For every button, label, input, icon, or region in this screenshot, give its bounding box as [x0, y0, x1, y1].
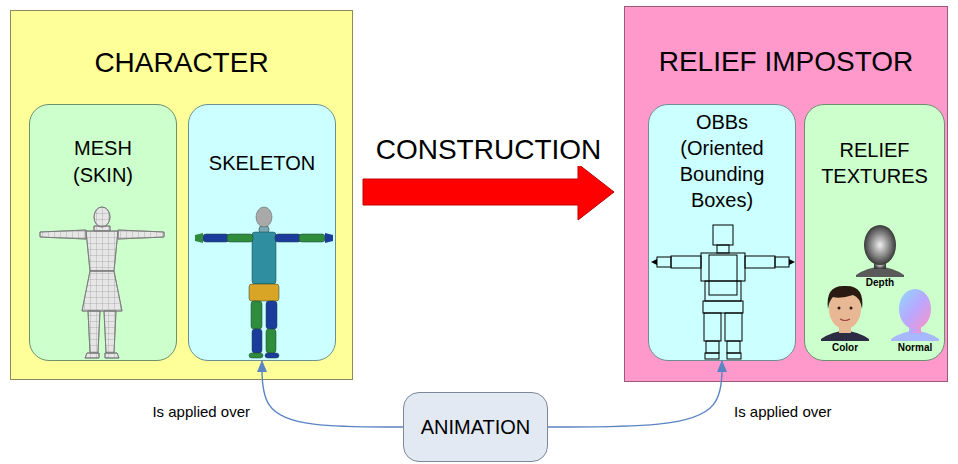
bounding-box	[745, 256, 775, 268]
mesh-part	[88, 311, 100, 353]
bounding-box	[657, 257, 671, 267]
skeleton-right-thigh	[266, 301, 277, 329]
skeleton-left-thigh	[251, 301, 262, 329]
applies-arrow	[548, 361, 722, 427]
hand-tip	[789, 259, 795, 265]
character-panel: CHARACTER MESH (SKIN) SKELETON	[10, 10, 353, 380]
mesh-part	[104, 311, 116, 353]
skeleton-foot	[265, 353, 279, 358]
box-heading: CHARACTER	[11, 46, 352, 80]
color-map-hair	[828, 286, 863, 309]
skeleton-hip	[249, 284, 279, 301]
skeleton-box: SKELETON	[188, 104, 336, 361]
mesh-box: MESH (SKIN)	[29, 104, 177, 361]
mesh-part	[82, 271, 122, 311]
bounding-box	[717, 245, 729, 253]
mesh-part	[104, 311, 116, 353]
image-caption: Depth	[845, 277, 915, 289]
bounding-box	[713, 225, 733, 245]
bounding-box	[704, 313, 721, 341]
skeleton-right-upper-arm	[275, 234, 301, 242]
normal-map-head	[899, 289, 931, 329]
mesh-part	[118, 230, 164, 239]
hand-tip	[651, 259, 657, 265]
mesh-part	[86, 231, 118, 271]
edge-label: Is applied over	[732, 403, 834, 420]
relief-impostor-panel: RELIEF IMPOSTOR OBBs (Oriented Bounding B…	[624, 6, 948, 382]
box-heading: OBBs (Oriented Bounding Boxes)	[649, 109, 795, 213]
mesh-part	[105, 353, 119, 358]
mesh-part	[85, 353, 99, 358]
box-heading: SKELETON	[189, 151, 335, 175]
skeleton-left-forearm	[203, 234, 229, 242]
bounding-box	[725, 313, 742, 341]
color-map-eye	[850, 307, 853, 310]
mesh-head	[94, 207, 110, 227]
depth-map-head	[864, 225, 896, 265]
mesh-part	[82, 271, 122, 311]
image-caption: Normal	[880, 342, 950, 354]
mesh-part	[40, 230, 86, 239]
mesh-head	[94, 207, 110, 227]
box-heading: RELIEF IMPOSTOR	[625, 45, 947, 79]
bounding-box	[709, 255, 737, 295]
applies-arrow	[262, 361, 403, 427]
skeleton-left-upper-arm	[227, 234, 253, 242]
bounding-box	[701, 253, 745, 281]
construction-arrow	[363, 164, 614, 220]
bounding-box	[706, 341, 719, 353]
skeleton-figure	[189, 105, 335, 360]
relief-textures-box: RELIEF TEXTURESDepthColorNormal	[804, 104, 945, 361]
edge-label: Is applied over	[150, 403, 252, 420]
skeleton-torso	[252, 232, 276, 284]
bounding-box	[727, 353, 741, 359]
obb-box: OBBs (Oriented Bounding Boxes)	[648, 104, 796, 361]
image-caption: Color	[810, 342, 880, 354]
mesh-part	[118, 230, 164, 239]
mesh-part	[40, 230, 86, 239]
bounding-box	[705, 281, 741, 301]
edge-label: CONSTRUCTION	[374, 134, 604, 166]
bounding-box	[703, 301, 743, 313]
color-map-eye	[838, 307, 841, 310]
mesh-part	[85, 353, 99, 358]
skeleton-hand	[325, 233, 333, 243]
bounding-box	[775, 257, 789, 267]
color-map-mouth	[840, 319, 850, 321]
animation-box: ANIMATION	[403, 392, 548, 462]
bounding-box	[671, 256, 701, 268]
box-heading: ANIMATION	[404, 415, 547, 439]
skeleton-hand	[195, 233, 203, 243]
skeleton-foot	[249, 353, 263, 358]
mesh-part	[88, 311, 100, 353]
bounding-box	[705, 353, 719, 359]
bounding-box	[727, 341, 740, 353]
mesh-part	[86, 231, 118, 271]
box-heading: RELIEF TEXTURES	[805, 137, 944, 189]
box-heading: MESH (SKIN)	[30, 135, 176, 189]
skeleton-left-shin	[252, 329, 262, 353]
skeleton-right-forearm	[299, 234, 325, 242]
skeleton-head	[256, 207, 272, 227]
mesh-part	[105, 353, 119, 358]
skeleton-right-shin	[266, 329, 276, 353]
